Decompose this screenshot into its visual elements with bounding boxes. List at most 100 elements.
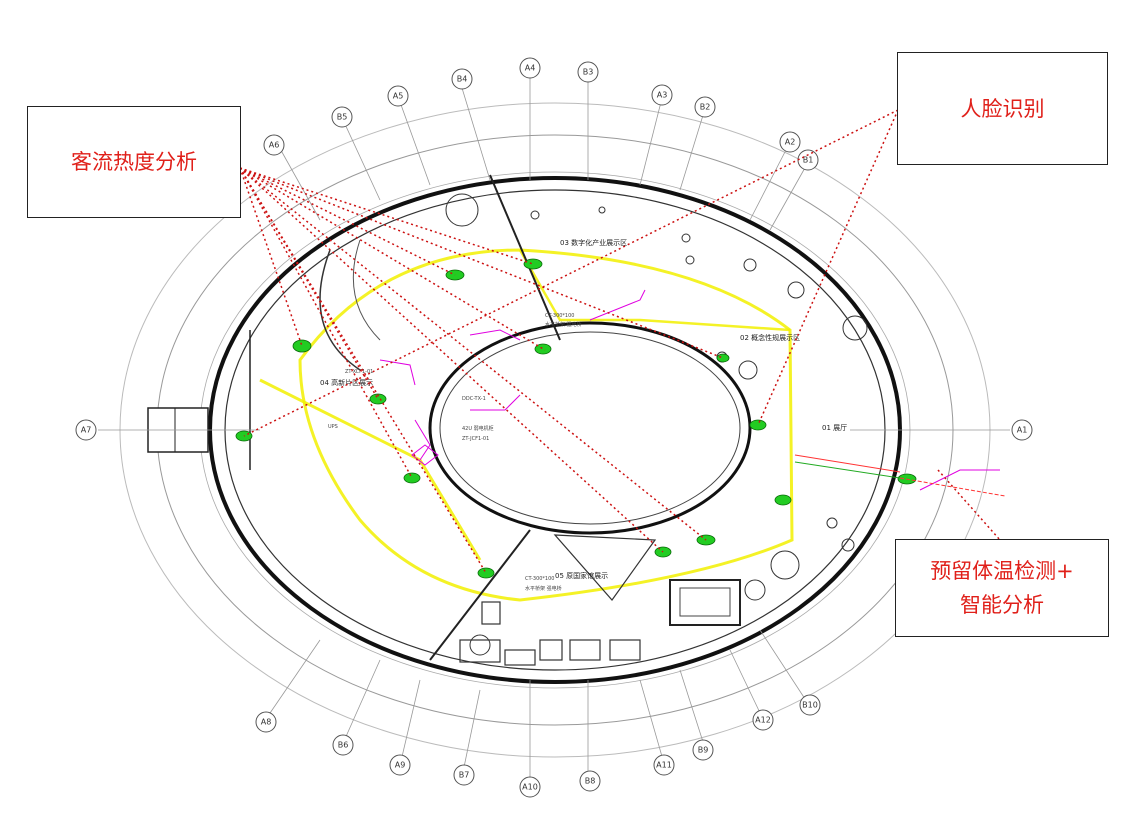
grid-label-b10: B10 xyxy=(802,701,818,710)
grid-bubble-b2 xyxy=(694,96,716,118)
camera-icon xyxy=(534,343,552,355)
kiosk-5 xyxy=(609,639,641,661)
cable-note: CT-300*100 xyxy=(545,313,574,319)
cable-note: CT-300*100 xyxy=(525,576,554,582)
grid-line-a5 xyxy=(399,101,431,186)
partition-wall-1 xyxy=(489,174,561,341)
kiosk-4 xyxy=(569,639,601,661)
grid-bubble-a8 xyxy=(255,711,277,733)
column-1 xyxy=(738,360,758,380)
leader-flow-7 xyxy=(239,167,487,574)
grid-bubbles: A1A2A3A4A5A6A7A8A9A10A11A12B1B2B3B4B5B6B… xyxy=(75,57,1033,798)
grid-label-b6: B6 xyxy=(338,741,349,750)
column-5 xyxy=(743,258,757,272)
grid-bubble-a4 xyxy=(519,57,541,79)
column-9 xyxy=(841,538,855,552)
grid-label-a11: A11 xyxy=(656,761,672,770)
external-line-green xyxy=(794,461,901,479)
cable-note: DDC-TX-1 xyxy=(462,396,486,402)
temperature-label-line1: 预留体温检测+ xyxy=(930,559,1074,583)
face-recognition-callout: 人脸识别 xyxy=(897,52,1108,165)
grid-bubble-b9 xyxy=(692,739,714,761)
leader-flow-2 xyxy=(239,167,534,265)
leader-flow-1 xyxy=(239,167,456,276)
grid-label-b1: B1 xyxy=(803,156,814,165)
grid-line-a3 xyxy=(639,97,663,186)
grid-bubble-a11 xyxy=(653,754,675,776)
cable-note: 水平桥架 强电桥 xyxy=(525,585,562,592)
curved-partition-2 xyxy=(352,239,381,341)
room-label-05: 05 原国家馆展示 xyxy=(555,571,608,580)
column-6 xyxy=(685,255,695,265)
grid-label-a2: A2 xyxy=(785,138,796,147)
grid-bubble-a12 xyxy=(752,709,774,731)
cable-note: 水平桥架 强电桥 xyxy=(545,321,582,328)
grid-bubble-b10 xyxy=(799,694,821,716)
kiosk-1 xyxy=(459,639,501,663)
round-table-3 xyxy=(770,550,800,580)
flow-heat-callout: 客流热度分析 xyxy=(27,106,241,218)
grid-label-b4: B4 xyxy=(457,75,468,84)
kiosk-3 xyxy=(539,639,563,661)
building-inner-wall xyxy=(224,189,886,671)
flow-heat-label: 客流热度分析 xyxy=(71,150,197,174)
grid-line-a8 xyxy=(267,639,321,717)
grid-label-a8: A8 xyxy=(261,718,272,727)
grid-label-a4: A4 xyxy=(525,64,536,73)
grid-label-b7: B7 xyxy=(459,771,470,780)
courtyard-wall xyxy=(428,321,752,535)
camera-icon xyxy=(369,393,387,405)
grid-line-b4 xyxy=(461,87,491,181)
camera-icon xyxy=(774,494,792,506)
grid-bubble-a1 xyxy=(1011,419,1033,441)
grid-line-b9 xyxy=(679,669,705,746)
leader-temp xyxy=(937,469,1001,541)
grid-line-a6 xyxy=(277,144,321,221)
room-label-04: 04 高新片区展示 xyxy=(320,378,373,387)
camera-icon xyxy=(716,353,730,363)
cable-tray-loop xyxy=(298,248,794,602)
grid-label-b9: B9 xyxy=(698,746,709,755)
junction-diamond xyxy=(411,444,439,466)
round-table-5 xyxy=(469,634,491,656)
grid-line-a2 xyxy=(749,147,788,221)
partition-wall-2 xyxy=(429,529,531,661)
leader-flow-10 xyxy=(239,167,724,359)
cabinet-1 xyxy=(481,601,501,625)
leader-flow-6 xyxy=(239,167,413,479)
annotation-leader xyxy=(919,469,1000,491)
temperature-callout: 预留体温检测+ 智能分析 xyxy=(895,539,1109,637)
cable-note: UPS xyxy=(328,424,338,430)
grid-bubble-b6 xyxy=(332,734,354,756)
camera-icon xyxy=(477,567,495,579)
leader-flow-3 xyxy=(239,167,546,351)
grid-label-a6: A6 xyxy=(269,141,280,150)
grid-bubble-a9 xyxy=(389,754,411,776)
external-line-red xyxy=(794,454,901,473)
round-table-1 xyxy=(445,193,479,227)
grid-line-b6 xyxy=(343,659,381,742)
grid-label-a1: A1 xyxy=(1017,426,1028,435)
courtyard-inner xyxy=(439,331,741,525)
grid-bubble-a7 xyxy=(75,419,97,441)
grid-line-b1 xyxy=(769,165,807,231)
grid-bubble-a5 xyxy=(387,85,409,107)
column-2 xyxy=(787,281,805,299)
external-line-ext xyxy=(899,477,1006,497)
camera-icon xyxy=(523,258,543,270)
room-label-01: 01 展厅 xyxy=(822,424,847,432)
grid-line-a11 xyxy=(639,679,664,761)
face-recognition-label: 人脸识别 xyxy=(960,96,1045,121)
grid-label-b8: B8 xyxy=(585,777,596,786)
grid-line-a12 xyxy=(729,649,763,718)
grid-label-b2: B2 xyxy=(700,103,711,112)
grid-label-a5: A5 xyxy=(393,92,404,101)
cable-tray-branch-2 xyxy=(518,249,791,332)
camera-icon xyxy=(403,472,421,484)
annotation-leader xyxy=(414,419,431,461)
grid-label-a3: A3 xyxy=(657,91,668,100)
grid-label-a7: A7 xyxy=(81,426,92,435)
grid-bubble-b5 xyxy=(331,106,353,128)
